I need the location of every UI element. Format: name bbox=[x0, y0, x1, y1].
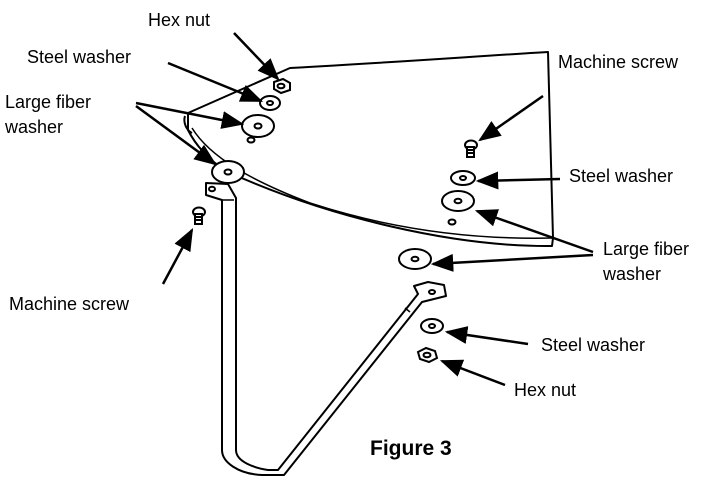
figure-caption: Figure 3 bbox=[370, 437, 452, 460]
arrow-steel-washer-right-bottom bbox=[444, 326, 529, 346]
label-hex-nut-top-left: Hex nut bbox=[148, 10, 211, 30]
label-steel-washer-right-top: Steel washer bbox=[569, 166, 674, 186]
machine-screw-left bbox=[192, 206, 206, 225]
arrow-hex-nut-top bbox=[233, 32, 280, 81]
label-machine-screw-left: Machine screw bbox=[9, 294, 130, 314]
label-hex-nut-right: Hex nut bbox=[514, 380, 577, 400]
hex-nut-top-left bbox=[273, 77, 291, 95]
label-steel-washer-top-left: Steel washer bbox=[27, 47, 132, 67]
arrow-hex-nut-right bbox=[439, 359, 506, 387]
hex-nut-right bbox=[416, 346, 439, 364]
steel-washer-top-left bbox=[259, 95, 281, 111]
arrow-fiber-washer-right-top bbox=[474, 209, 594, 254]
label-large-fiber-washer-right-line1: Large fiber bbox=[603, 239, 690, 259]
arrow-fiber-washer-lower-left bbox=[135, 104, 217, 166]
machine-screw-right bbox=[464, 139, 478, 158]
large-fiber-washer-lower-left bbox=[211, 160, 245, 184]
arrow-steel-washer-top bbox=[167, 61, 264, 103]
dish-panel bbox=[183, 51, 554, 248]
mount-hole-right bbox=[447, 218, 457, 226]
large-fiber-washer-right-bottom bbox=[398, 248, 432, 270]
hardware-right bbox=[398, 139, 478, 364]
hardware-top-left bbox=[192, 77, 291, 225]
bracket-hole-right bbox=[428, 289, 436, 295]
arrow-steel-washer-right-top bbox=[475, 171, 561, 190]
label-machine-screw-right: Machine screw bbox=[558, 52, 679, 72]
arrow-machine-screw-right bbox=[478, 94, 544, 142]
steel-washer-right-top bbox=[450, 170, 476, 186]
bracket-hole-left bbox=[208, 185, 216, 193]
large-fiber-washer-top bbox=[241, 114, 275, 138]
large-fiber-washer-right-top bbox=[441, 190, 475, 212]
arrow-fiber-washer-top bbox=[135, 101, 245, 129]
steel-washer-right-bottom bbox=[420, 318, 444, 334]
support-bracket bbox=[205, 182, 447, 476]
mount-hole-left bbox=[246, 136, 256, 144]
label-steel-washer-right-bottom: Steel washer bbox=[541, 335, 646, 355]
leader-arrows bbox=[135, 32, 594, 387]
arrow-fiber-washer-right-bottom bbox=[430, 253, 594, 272]
label-large-fiber-washer-left-line1: Large fiber bbox=[5, 92, 92, 112]
arrow-machine-screw-left bbox=[161, 228, 194, 285]
label-large-fiber-washer-left-line2: washer bbox=[5, 117, 64, 137]
label-large-fiber-washer-right-line2: washer bbox=[603, 264, 662, 284]
